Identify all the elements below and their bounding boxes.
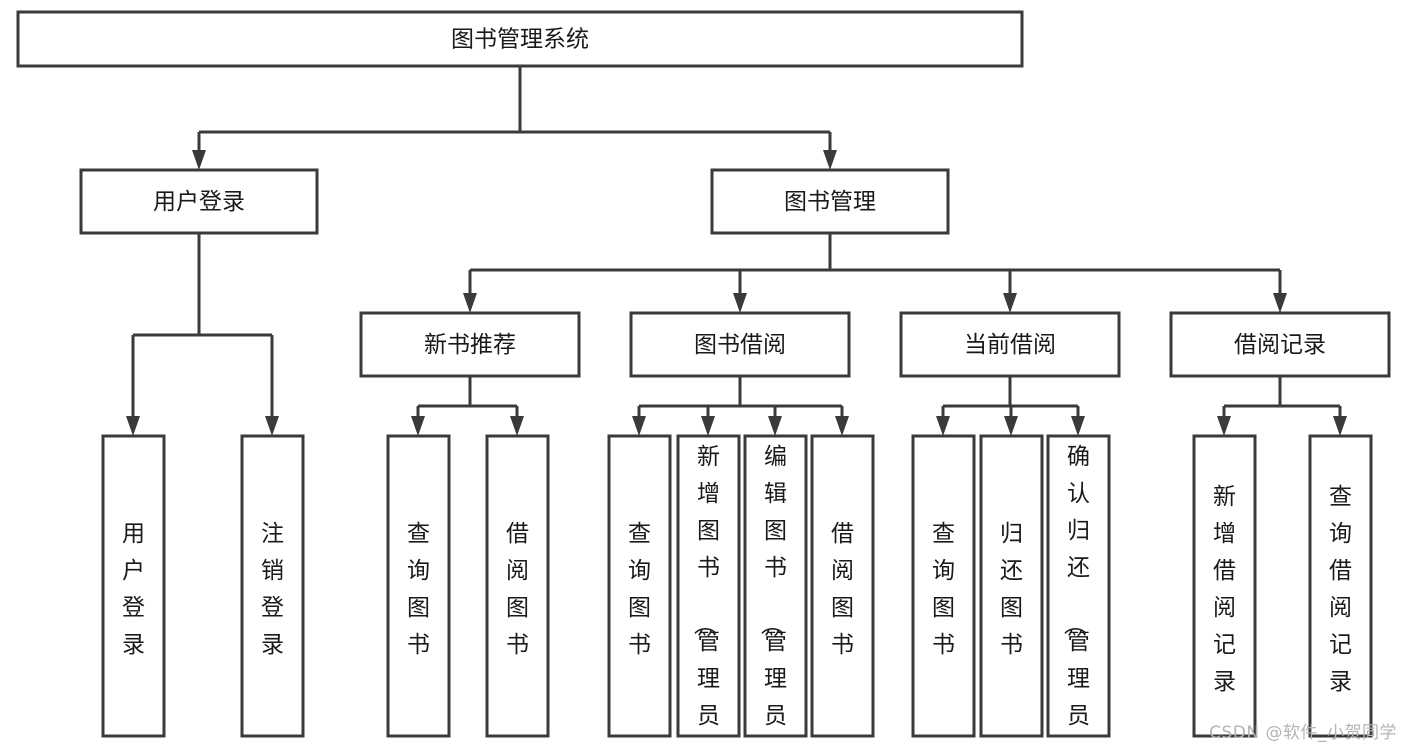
node-box bbox=[101, 434, 166, 738]
node-box bbox=[607, 434, 672, 738]
node-box bbox=[1169, 311, 1391, 378]
node-box bbox=[1046, 434, 1111, 738]
csdn-watermark: CSDN @软件_小贺同学 bbox=[1209, 723, 1397, 743]
node-label: 查询图书 bbox=[407, 521, 430, 658]
node-box bbox=[359, 311, 581, 378]
node-label: 图书管理 bbox=[784, 189, 876, 215]
node-label: 新增图书（管理员） bbox=[691, 444, 720, 747]
nodes-layer: 图书管理系统用户登录图书管理新书推荐图书借阅当前借阅借阅记录用户登录注销登录查询… bbox=[16, 10, 1391, 747]
node-label: 编辑图书（管理员） bbox=[758, 444, 787, 747]
node-box bbox=[1192, 434, 1257, 738]
node-leaf-add-borrow-record[interactable]: 新增借阅记录 bbox=[1192, 434, 1257, 738]
node-label: 用户登录 bbox=[122, 521, 145, 658]
node-label: 图书借阅 bbox=[694, 332, 786, 358]
conn-root-arrow-0 bbox=[192, 150, 206, 170]
node-new-book-recommend[interactable]: 新书推荐 bbox=[359, 311, 581, 378]
node-current-borrow[interactable]: 当前借阅 bbox=[899, 311, 1121, 378]
node-box bbox=[240, 434, 305, 738]
node-leaf-query-book-borrow[interactable]: 查询图书 bbox=[607, 434, 672, 738]
node-label: 注销登录 bbox=[261, 521, 284, 658]
node-box bbox=[485, 434, 550, 738]
node-leaf-confirm-return-admin[interactable]: 确认归还（管理员） bbox=[1046, 434, 1111, 747]
node-leaf-add-book-admin[interactable]: 新增图书（管理员） bbox=[676, 434, 741, 747]
conn-user-login-arrow-1 bbox=[265, 416, 279, 436]
node-label: 确认归还（管理员） bbox=[1061, 444, 1090, 747]
node-box bbox=[911, 434, 976, 738]
conn-new-book-recommend-arrow-1 bbox=[510, 416, 524, 436]
node-label: 借阅记录 bbox=[1234, 332, 1326, 358]
node-box bbox=[899, 311, 1121, 378]
connectors-layer bbox=[126, 66, 1347, 436]
node-leaf-query-book-rec[interactable]: 查询图书 bbox=[386, 434, 451, 738]
conn-current-borrow-arrow-2 bbox=[1071, 416, 1085, 436]
node-leaf-user-login[interactable]: 用户登录 bbox=[101, 434, 166, 738]
node-box bbox=[386, 434, 451, 738]
conn-book-borrow-arrow-0 bbox=[632, 416, 646, 436]
node-box bbox=[16, 10, 1024, 68]
node-leaf-logout-login[interactable]: 注销登录 bbox=[240, 434, 305, 738]
conn-borrow-record-arrow-0 bbox=[1217, 416, 1231, 436]
node-user-login[interactable]: 用户登录 bbox=[79, 168, 319, 235]
node-book-borrow[interactable]: 图书借阅 bbox=[629, 311, 851, 378]
node-leaf-query-borrow-record[interactable]: 查询借阅记录 bbox=[1308, 434, 1373, 738]
node-box bbox=[979, 434, 1044, 738]
node-label: 借阅图书 bbox=[506, 521, 529, 658]
node-box bbox=[79, 168, 319, 235]
node-box bbox=[629, 311, 851, 378]
conn-user-login-arrow-0 bbox=[126, 416, 140, 436]
node-box bbox=[676, 434, 741, 738]
node-borrow-record[interactable]: 借阅记录 bbox=[1169, 311, 1391, 378]
conn-new-book-recommend-arrow-0 bbox=[411, 416, 425, 436]
node-box bbox=[710, 168, 950, 235]
node-leaf-query-book-current[interactable]: 查询图书 bbox=[911, 434, 976, 738]
conn-book-manage-arrow-2 bbox=[1003, 293, 1017, 313]
node-label: 查询图书 bbox=[628, 521, 651, 658]
conn-book-borrow-arrow-1 bbox=[701, 416, 715, 436]
conn-book-borrow-arrow-3 bbox=[835, 416, 849, 436]
node-leaf-borrow-book[interactable]: 借阅图书 bbox=[810, 434, 875, 738]
conn-current-borrow-arrow-0 bbox=[936, 416, 950, 436]
node-label: 新书推荐 bbox=[424, 332, 516, 358]
node-root[interactable]: 图书管理系统 bbox=[16, 10, 1024, 68]
node-label: 借阅图书 bbox=[831, 521, 854, 658]
conn-book-borrow-arrow-2 bbox=[768, 416, 782, 436]
conn-book-manage-arrow-3 bbox=[1273, 293, 1287, 313]
conn-book-manage-arrow-0 bbox=[463, 293, 477, 313]
node-leaf-borrow-book-rec[interactable]: 借阅图书 bbox=[485, 434, 550, 738]
node-label: 查询图书 bbox=[932, 521, 955, 658]
node-box bbox=[810, 434, 875, 738]
node-book-manage[interactable]: 图书管理 bbox=[710, 168, 950, 235]
conn-current-borrow-arrow-1 bbox=[1004, 416, 1018, 436]
node-label: 图书管理系统 bbox=[451, 27, 589, 53]
node-label: 用户登录 bbox=[153, 189, 245, 215]
node-leaf-edit-book-admin[interactable]: 编辑图书（管理员） bbox=[743, 434, 808, 747]
node-box bbox=[743, 434, 808, 738]
node-label: 当前借阅 bbox=[964, 332, 1056, 358]
node-box bbox=[1308, 434, 1373, 738]
node-leaf-return-book[interactable]: 归还图书 bbox=[979, 434, 1044, 738]
node-label: 新增借阅记录 bbox=[1213, 484, 1236, 695]
node-label: 归还图书 bbox=[1000, 521, 1023, 658]
conn-borrow-record-arrow-1 bbox=[1333, 416, 1347, 436]
conn-root-arrow-1 bbox=[823, 150, 837, 170]
conn-book-manage-arrow-1 bbox=[733, 293, 747, 313]
node-label: 查询借阅记录 bbox=[1329, 484, 1352, 695]
